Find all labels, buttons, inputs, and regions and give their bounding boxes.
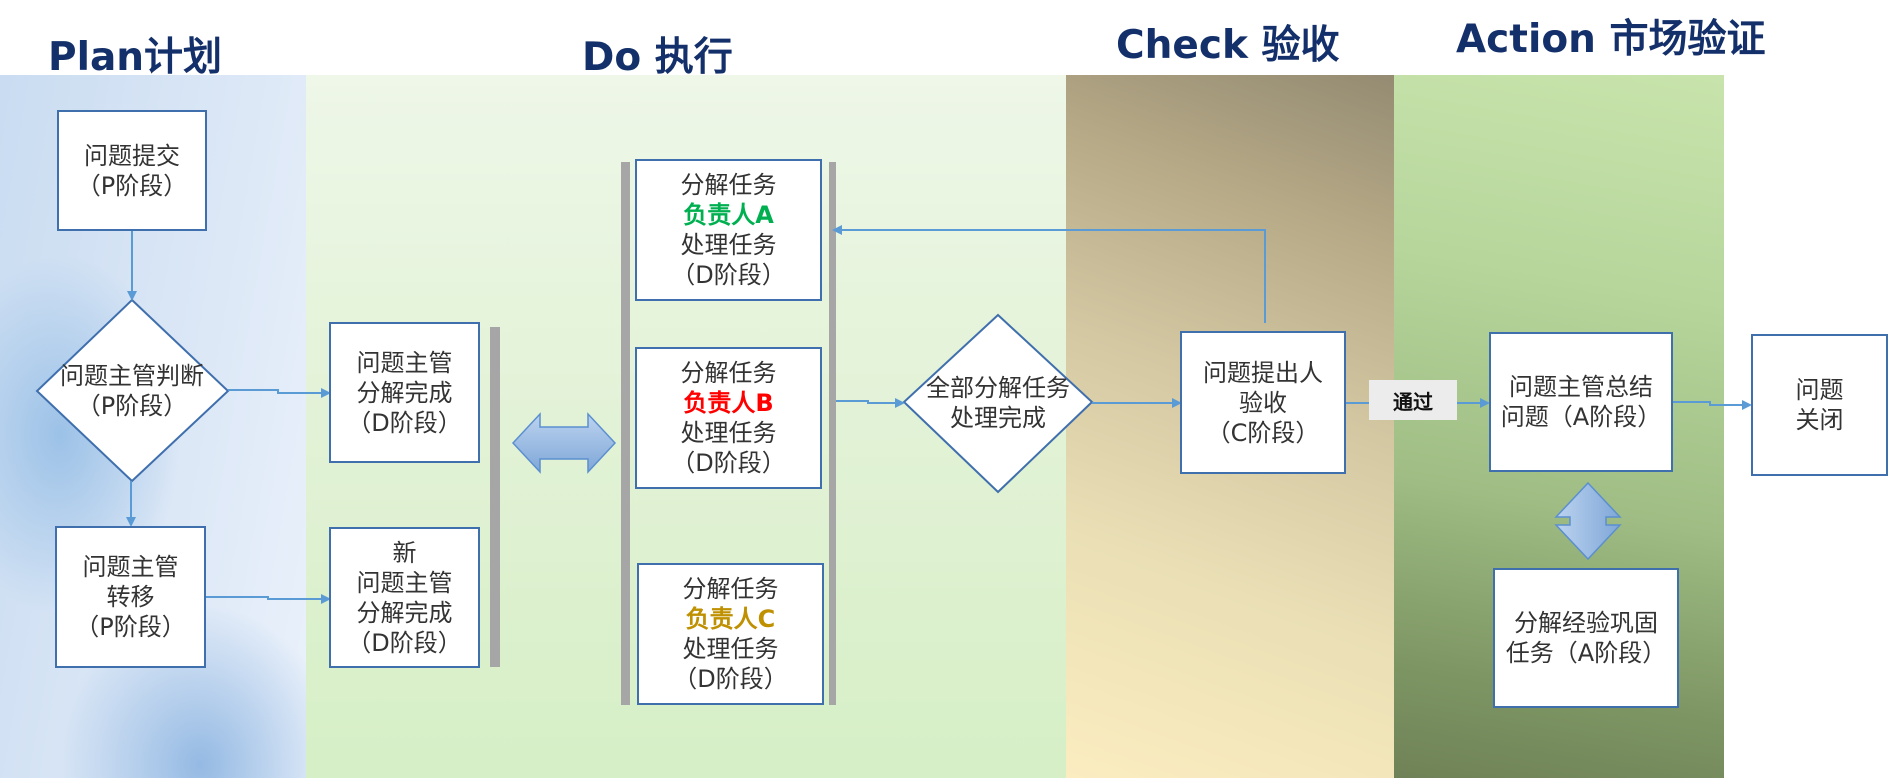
transfer-line-2: 转移 (106, 583, 155, 611)
arrow-summary-to-close (1673, 400, 1752, 410)
task-a-line-3: 处理任务 (680, 231, 777, 259)
close-box: 问题 关闭 (1751, 334, 1888, 476)
consolidate-line-2: 任务（A阶段） (1505, 639, 1667, 667)
task-b-line-3: 处理任务 (680, 419, 777, 447)
do-title: Do 执行 (582, 35, 733, 80)
submit-box: 问题提交 （P阶段） (57, 110, 207, 231)
all-done-line-1: 全部分解任务 (926, 374, 1070, 402)
transfer-line-3: （P阶段） (75, 613, 186, 641)
all-done-line-2: 处理完成 (950, 404, 1046, 432)
double-arrow-horizontal (511, 412, 617, 474)
all-done-label: 全部分解任务 处理完成 (918, 372, 1078, 434)
plan-title: Plan计划 (48, 35, 223, 80)
decompose-line-3: （D阶段） (347, 408, 462, 437)
pass-label: 通过 (1369, 380, 1457, 420)
consolidate-box: 分解经验巩固 任务（A阶段） (1493, 568, 1679, 708)
task-c-line-3: 处理任务 (682, 635, 779, 663)
task-bar-right (829, 162, 836, 705)
close-line-1: 问题 (1795, 376, 1844, 404)
task-b-line-4: （D阶段） (671, 449, 786, 477)
summary-line-2: 问题（A阶段） (1500, 403, 1662, 431)
judge-label: 问题主管判断 （P阶段） (52, 360, 212, 422)
task-a-line-1: 分解任务 (680, 171, 777, 199)
decompose-line-1: 问题主管 (356, 348, 453, 377)
accept-line-2: 验收 (1239, 388, 1287, 417)
all-done-diamond (902, 313, 1094, 494)
task-c-owner: 负责人C (685, 605, 776, 633)
new-decompose-done-box: 新 问题主管 分解完成 （D阶段） (329, 527, 480, 668)
new-decompose-line-2: 问题主管 (356, 568, 453, 597)
task-a-box: 分解任务 负责人A 处理任务 （D阶段） (635, 159, 822, 301)
task-b-owner: 负责人B (683, 389, 774, 417)
check-title: Check 验收 (1116, 23, 1340, 68)
task-c-line-1: 分解任务 (682, 575, 779, 603)
accept-line-3: （C阶段） (1206, 418, 1320, 447)
task-c-box: 分解任务 负责人C 处理任务 （D阶段） (637, 563, 824, 705)
summary-box: 问题主管总结 问题（A阶段） (1489, 332, 1673, 472)
consolidate-line-1: 分解经验巩固 (1513, 609, 1658, 637)
submit-line-2: （P阶段） (76, 171, 188, 200)
submit-line-1: 问题提交 (83, 141, 180, 170)
accept-line-1: 问题提出人 (1203, 358, 1323, 387)
judge-line-1: 问题主管判断 (60, 362, 204, 390)
arrow-judge-to-decompose (228, 388, 331, 398)
decompose-done-box: 问题主管 分解完成 （D阶段） (329, 322, 480, 463)
action-title: Action 市场验证 (1456, 17, 1766, 62)
new-decompose-line-3: 分解完成 (356, 598, 453, 627)
arrow-transfer-to-new-decompose (206, 594, 331, 604)
merge-bar-left (490, 327, 500, 667)
double-arrow-vertical (1554, 481, 1622, 561)
task-b-box: 分解任务 负责人B 处理任务 （D阶段） (635, 347, 822, 489)
transfer-box: 问题主管 转移 （P阶段） (55, 526, 206, 668)
new-decompose-line-1: 新 (392, 538, 417, 567)
arrow-tasks-to-all-done (836, 398, 905, 408)
summary-line-1: 问题主管总结 (1508, 373, 1653, 401)
arrow-accept-back-to-task-a (832, 225, 1266, 323)
task-bar-left (621, 162, 630, 705)
new-decompose-line-4: （D阶段） (347, 628, 462, 657)
task-a-line-4: （D阶段） (671, 261, 786, 289)
close-line-2: 关闭 (1795, 406, 1844, 434)
task-a-owner: 负责人A (683, 201, 774, 229)
accept-box: 问题提出人 验收 （C阶段） (1180, 331, 1346, 474)
task-c-line-4: （D阶段） (673, 665, 788, 693)
judge-line-2: （P阶段） (76, 392, 188, 420)
task-b-line-1: 分解任务 (680, 359, 777, 387)
decompose-line-2: 分解完成 (356, 378, 453, 407)
transfer-line-1: 问题主管 (82, 553, 179, 581)
